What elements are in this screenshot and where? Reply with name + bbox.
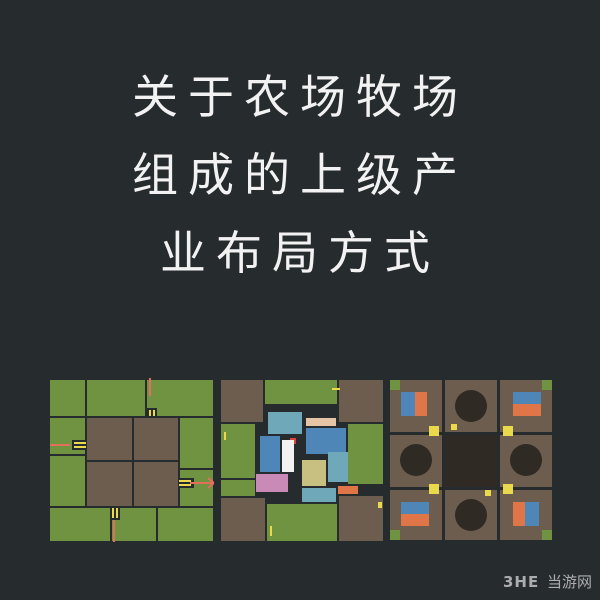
layout-diagram-farm-grid	[50, 378, 214, 542]
layout-diagram-hub-network	[389, 378, 553, 542]
title-line-2: 组成的上级产	[132, 148, 468, 202]
watermark: 3HE 当游网	[503, 571, 592, 592]
title-line-3: 业布局方式	[160, 226, 440, 280]
grass-tile	[158, 508, 213, 541]
grass-tile	[180, 418, 213, 468]
soil-tile	[134, 418, 178, 460]
grass-tile	[50, 508, 110, 541]
soil-tile	[134, 462, 178, 506]
layout-diagram-mixed-industries	[220, 378, 384, 542]
grass-tile	[147, 380, 213, 416]
grass-tile	[50, 456, 85, 506]
title-line-1: 关于农场牧场	[132, 70, 468, 124]
grass-tile	[87, 380, 145, 416]
soil-tile	[87, 462, 132, 506]
watermark-site: 当游网	[546, 573, 592, 591]
arrow-right-icon	[190, 477, 214, 489]
soil-tile	[87, 418, 132, 460]
title-block: 关于农场牧场 组成的上级产 业布局方式	[0, 58, 600, 292]
grass-tile	[50, 380, 85, 416]
watermark-brand: 3HE	[502, 573, 540, 591]
